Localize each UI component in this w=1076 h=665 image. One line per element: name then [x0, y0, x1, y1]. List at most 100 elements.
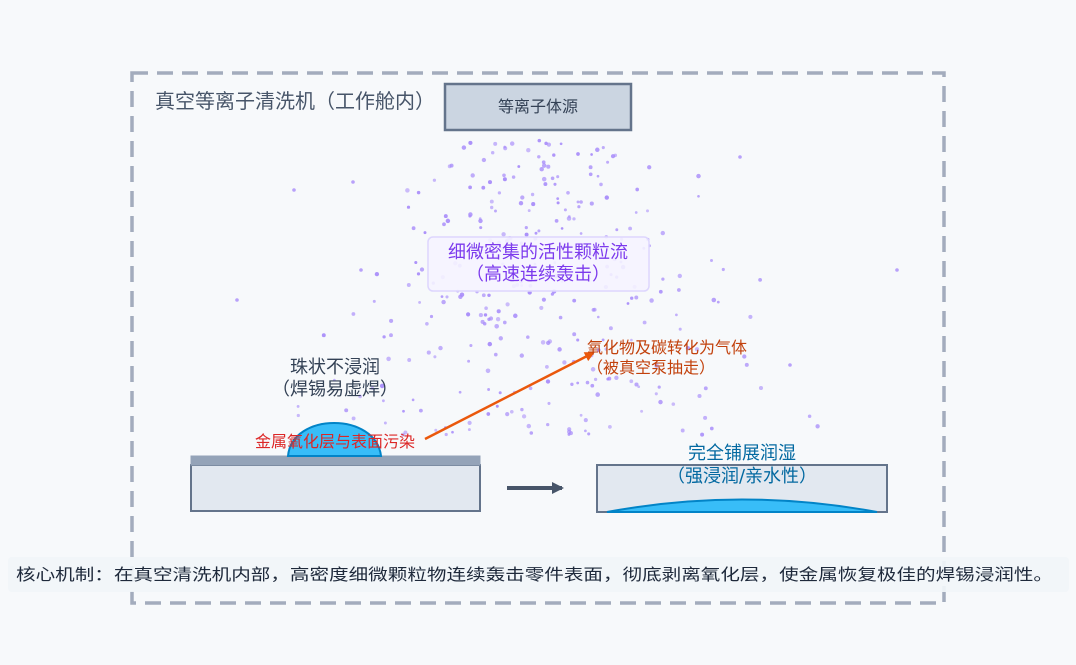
particle-dot — [566, 190, 570, 195]
particle-dot — [626, 302, 630, 305]
particle-dot — [429, 314, 434, 319]
particle-dot — [445, 218, 451, 224]
particle-dot — [445, 295, 449, 299]
particle-dot — [615, 228, 619, 232]
particle-dot — [567, 427, 572, 432]
particle-dot — [459, 292, 465, 297]
particle-dot — [657, 385, 661, 389]
particle-dot — [557, 347, 562, 352]
particle-dot — [546, 422, 550, 427]
particle-dot — [411, 226, 416, 231]
droplet-label-line1: 珠状不浸润 — [290, 357, 380, 378]
reaction-label-line1: 氧化物及碳转化为气体 — [587, 338, 747, 357]
particle-dot — [493, 352, 498, 357]
particle-dot — [235, 298, 239, 302]
particle-dot — [694, 347, 700, 352]
particle-dot — [675, 313, 678, 317]
particle-dot — [709, 426, 714, 431]
particle-dot — [545, 365, 549, 369]
particle-dot — [588, 172, 593, 177]
particle-dot — [545, 379, 551, 384]
particle-dot — [351, 312, 356, 316]
particle-dot — [517, 165, 521, 168]
particle-dot — [485, 368, 491, 374]
particle-dot — [405, 188, 410, 193]
particle-dot — [595, 147, 600, 153]
particle-dot — [292, 188, 296, 192]
particle-dot — [703, 415, 708, 420]
particle-dot — [487, 341, 493, 347]
particle-dot — [490, 205, 494, 210]
particle-dot — [530, 192, 535, 197]
particle-dot — [419, 267, 425, 272]
particle-dot — [490, 150, 495, 155]
particle-dot — [579, 232, 583, 235]
particle-dot — [562, 360, 567, 365]
particle-dot — [433, 355, 437, 359]
particle-dot — [590, 383, 595, 388]
particle-dot — [634, 295, 639, 300]
particle-dot — [518, 201, 524, 206]
reaction-arrow — [424, 351, 595, 441]
particle-dot — [604, 195, 609, 200]
particle-dot — [406, 205, 411, 209]
particle-dot — [444, 432, 448, 437]
particle-dot — [697, 194, 700, 198]
oxide-layer — [190, 455, 481, 466]
particle-dot — [635, 187, 640, 192]
particle-dot — [696, 173, 701, 179]
particle-dot — [418, 300, 422, 304]
particle-dot — [566, 216, 572, 221]
particle-dot — [497, 191, 502, 195]
particle-dot — [407, 358, 412, 362]
particle-dot — [547, 401, 551, 405]
particle-dot — [432, 178, 437, 182]
particle-dot — [483, 313, 488, 317]
particle-dot — [661, 277, 665, 281]
particle-dot — [599, 182, 603, 187]
particle-dot — [528, 386, 533, 391]
particle-dot — [589, 201, 594, 206]
particle-dot — [703, 386, 708, 391]
after-label-line1: 完全铺展润湿 — [688, 443, 796, 464]
particle-dot — [461, 145, 467, 150]
particle-dot — [677, 288, 681, 292]
particle-dot — [629, 379, 634, 384]
particle-dot — [496, 309, 501, 314]
particle-dot — [570, 382, 574, 386]
particle-dot — [560, 227, 564, 230]
particle-dot — [481, 293, 486, 298]
particle-dot — [711, 297, 717, 303]
particle-dot — [601, 146, 605, 150]
particle-dot — [487, 388, 491, 391]
particle-dot — [502, 177, 507, 182]
particle-dot — [486, 412, 491, 416]
particle-dot — [484, 306, 488, 310]
particle-dot — [637, 385, 641, 389]
particle-dot — [788, 363, 792, 367]
particle-dot — [595, 392, 600, 397]
particle-dot — [596, 174, 600, 178]
particle-dot — [470, 173, 475, 178]
particle-dot — [531, 202, 536, 207]
particle-dot — [488, 316, 494, 321]
particle-dot — [680, 428, 685, 433]
particle-dot — [534, 231, 538, 235]
chamber-border — [130, 71, 946, 605]
particle-dot — [526, 148, 531, 153]
particle-dot — [552, 153, 556, 157]
particle-dot — [585, 380, 590, 385]
particle-dot — [604, 347, 608, 351]
particle-dot — [511, 175, 516, 179]
particle-dot — [481, 157, 487, 163]
particle-dot — [590, 367, 596, 372]
particle-dot — [406, 283, 411, 287]
particle-dot — [608, 425, 612, 429]
particle-dot — [481, 185, 486, 190]
particle-dot — [526, 423, 532, 429]
particle-dot — [505, 302, 510, 307]
particle-dot — [576, 200, 580, 204]
particle-dot — [379, 383, 385, 389]
particle-dot — [550, 176, 555, 181]
